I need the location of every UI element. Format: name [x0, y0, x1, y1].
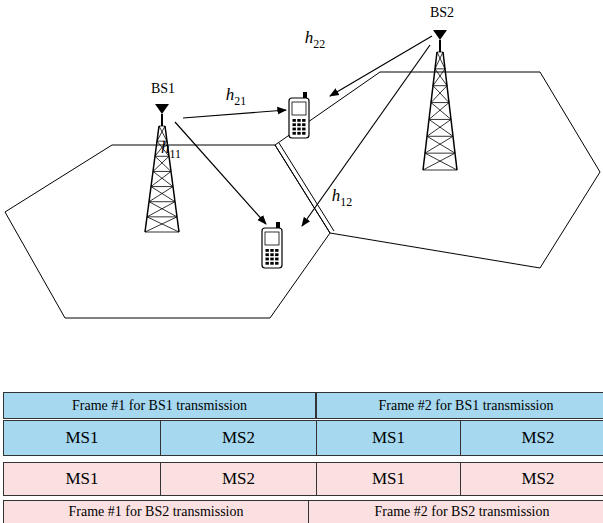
slot-label: Frame #1 for BS2 transmission: [69, 504, 244, 520]
tower-symbol: [145, 104, 179, 232]
slot-label: MS2: [222, 428, 255, 448]
channel-arrow: [183, 110, 286, 118]
channel-arrow: [302, 45, 430, 226]
slot-label: MS1: [65, 469, 98, 489]
slot-box: MS2: [460, 420, 603, 456]
slot-box: MS2: [460, 462, 603, 496]
slot-box: MS1: [3, 462, 161, 496]
slot-label: MS1: [65, 428, 98, 448]
mobile-phone: [262, 222, 282, 268]
station-label: BS2: [430, 5, 454, 21]
slot-box: MS1: [3, 420, 161, 456]
channel-arrow: [175, 122, 266, 224]
slot-label: Frame #1 for BS1 transmission: [72, 398, 247, 414]
channel-label: h22: [305, 28, 325, 51]
frame-box: Frame #1 for BS1 transmission: [3, 392, 316, 419]
cell-hexagon: [275, 72, 600, 268]
channel-arrows: [175, 36, 432, 226]
frame-box: Frame #1 for BS2 transmission: [3, 500, 309, 523]
channel-label: h11: [161, 138, 181, 161]
channel-arrow: [330, 36, 432, 96]
slot-label: Frame #2 for BS2 transmission: [375, 504, 550, 520]
slot-label: Frame #2 for BS1 transmission: [379, 398, 554, 414]
slot-label: MS2: [222, 469, 255, 489]
channel-label: h12: [332, 186, 352, 209]
slot-label: MS1: [372, 428, 405, 448]
slot-box: MS2: [160, 420, 317, 456]
cell-border: [279, 143, 334, 231]
slot-box: MS1: [316, 462, 461, 496]
towers: [145, 30, 457, 232]
frame-box: Frame #2 for BS2 transmission: [308, 500, 603, 523]
tower-symbol: [423, 30, 457, 170]
slot-box: MS1: [316, 420, 461, 456]
cell-hexagon: [5, 145, 330, 318]
channel-label: h21: [226, 85, 246, 108]
slot-label: MS1: [372, 469, 405, 489]
frame-box: Frame #2 for BS1 transmission: [316, 392, 603, 419]
station-label: BS1: [151, 81, 175, 97]
phones: [262, 92, 309, 268]
mobile-phone: [289, 92, 309, 138]
slot-label: MS2: [521, 428, 554, 448]
slot-box: MS2: [160, 462, 317, 496]
slot-label: MS2: [521, 469, 554, 489]
